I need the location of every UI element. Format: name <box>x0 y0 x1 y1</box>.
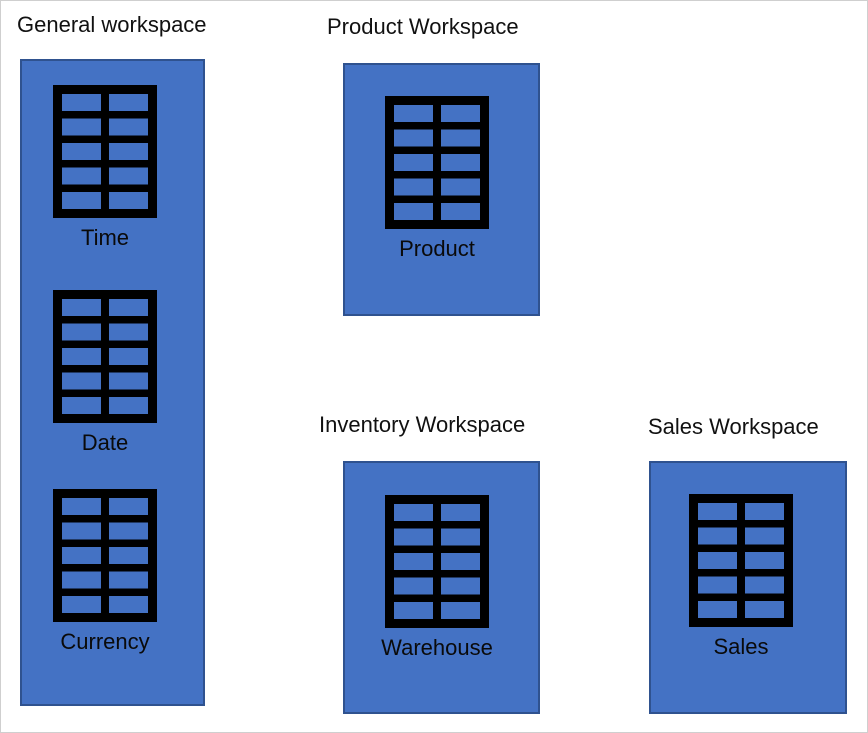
table-grid-icon <box>53 85 157 218</box>
table-label: Product <box>399 236 475 261</box>
workspace-title-sales: Sales Workspace <box>648 414 819 439</box>
table-grid-icon <box>53 489 157 622</box>
table-item-sales: Sales <box>661 494 821 660</box>
table-item-product: Product <box>357 96 517 262</box>
workspace-title-general: General workspace <box>17 12 207 37</box>
table-label: Sales <box>713 634 769 659</box>
table-item-date: Date <box>25 290 185 456</box>
table-item-warehouse: Warehouse <box>357 495 517 661</box>
table-grid-icon <box>689 494 793 627</box>
table-grid-icon <box>53 290 157 423</box>
table-grid-icon <box>385 495 489 628</box>
table-label: Time <box>80 225 130 250</box>
table-label: Date <box>81 430 129 455</box>
workspace-title-inventory: Inventory Workspace <box>319 412 526 437</box>
table-item-time: Time <box>25 85 185 251</box>
table-label: Currency <box>60 629 150 654</box>
table-grid-icon <box>385 96 489 229</box>
table-label: Warehouse <box>381 635 493 660</box>
workspace-title-product: Product Workspace <box>327 14 519 39</box>
table-item-currency: Currency <box>25 489 185 655</box>
